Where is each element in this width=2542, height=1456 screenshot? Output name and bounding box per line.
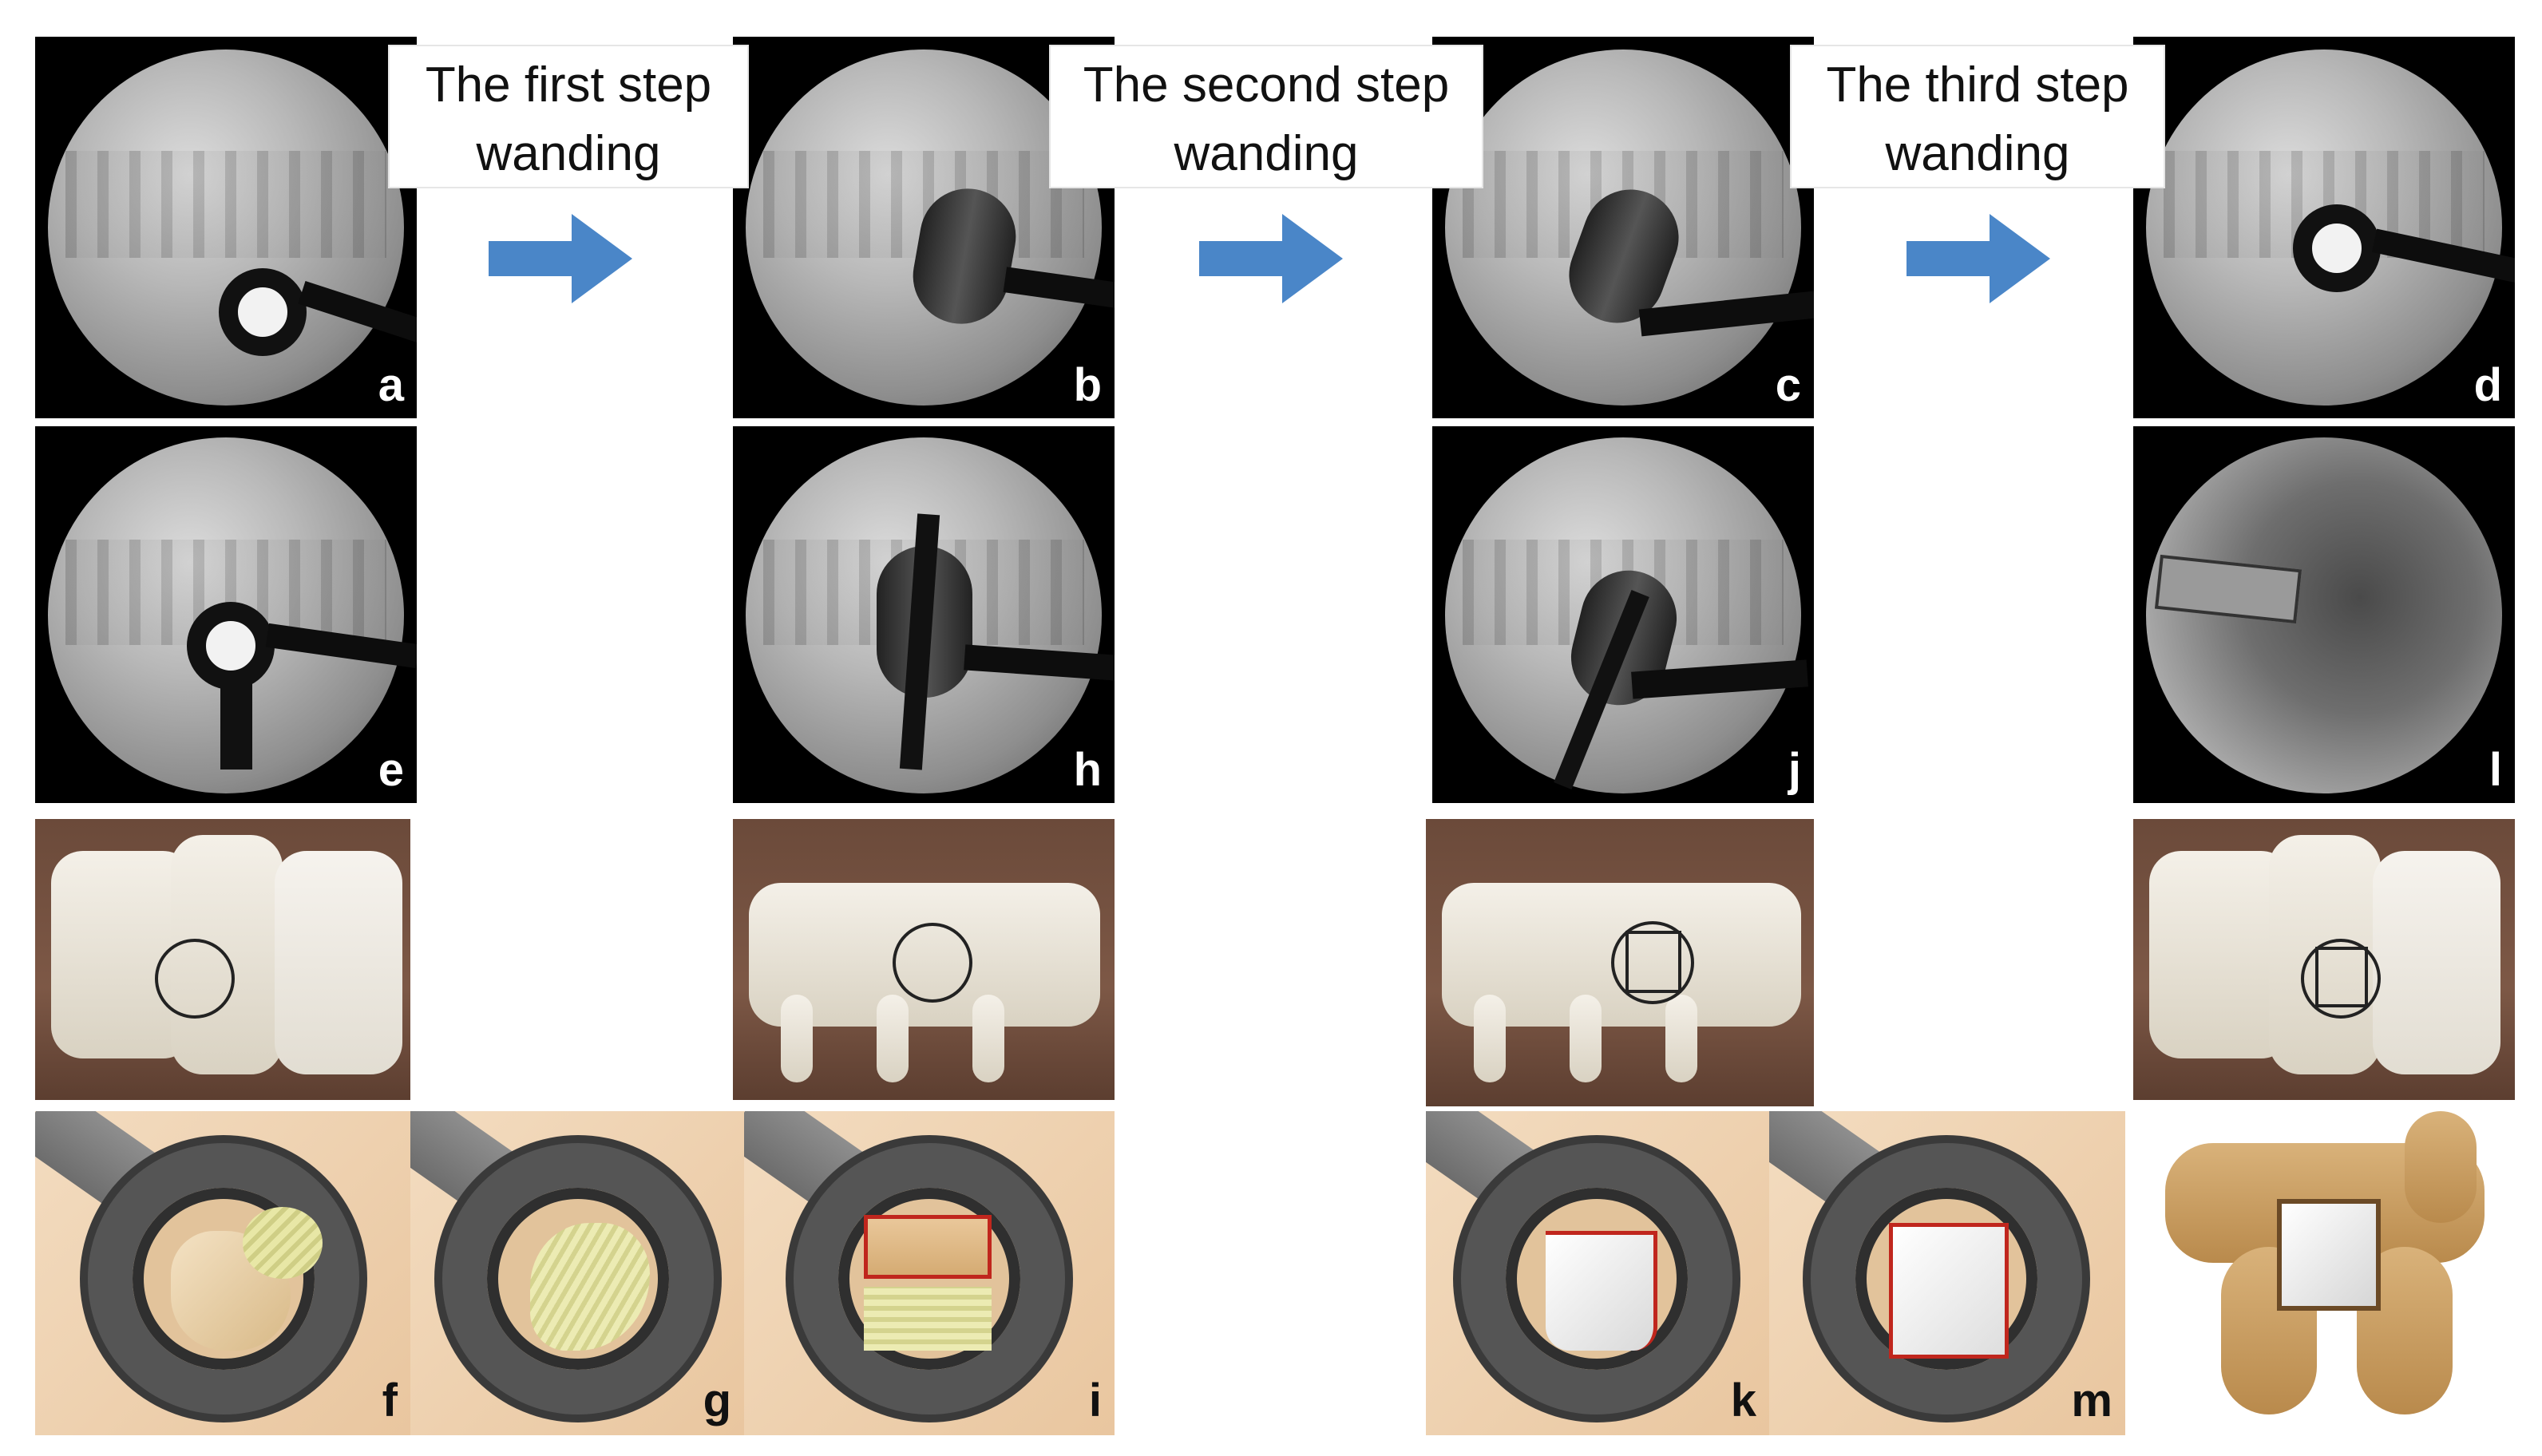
target-circle-marker: [2301, 939, 2381, 1019]
illustration-g: g: [410, 1111, 744, 1435]
tube-end-view: [219, 268, 307, 356]
panel-letter-l: l: [2489, 744, 2502, 796]
panel-letter-k: k: [1730, 1375, 1756, 1426]
cut-square-marker: [2315, 947, 2368, 1007]
target-circle-marker: [1611, 921, 1694, 1004]
step-label-second-line1: The second step: [1083, 57, 1450, 113]
panel-letter-j: j: [1788, 744, 1801, 796]
bone-model-photo-2: [733, 819, 1115, 1100]
bone-model-photo-4: [2133, 819, 2515, 1100]
illustration-f: f: [35, 1111, 410, 1435]
step-label-first-line2: wanding: [476, 126, 661, 181]
arrow-right-icon: [1906, 214, 2050, 303]
step-label-third-line1: The third step: [1826, 57, 2129, 113]
step-label-second-line2: wanding: [1174, 126, 1359, 181]
xray-panel-j: j: [1432, 426, 1814, 803]
illustration-k: k: [1426, 1111, 1769, 1435]
xray-panel-d: d: [2133, 37, 2515, 418]
xray-panel-l: l: [2133, 426, 2515, 803]
decompressed-window: [2277, 1199, 2381, 1311]
ligament-tissue: [864, 1287, 992, 1351]
xray-panel-a: a: [35, 37, 417, 418]
step-label-first: The first step wanding: [388, 45, 749, 188]
panel-letter-g: g: [703, 1375, 731, 1426]
illustration-i: i: [744, 1111, 1115, 1435]
bone-model-photo-1: [35, 819, 410, 1100]
decompressed-window: [1889, 1223, 2009, 1359]
panel-letter-i: i: [1088, 1375, 1102, 1426]
step-label-first-line1: The first step: [425, 57, 712, 113]
step-label-second: The second step wanding: [1049, 45, 1483, 188]
xray-panel-c: c: [1432, 37, 1814, 418]
xray-panel-e: e: [35, 426, 417, 803]
xray-panel-h: h: [733, 426, 1115, 803]
arrow-right-icon: [1199, 214, 1343, 303]
cut-square-marker: [1625, 931, 1681, 993]
target-circle-marker: [155, 939, 235, 1019]
illustration-m: m: [1769, 1111, 2125, 1435]
tube-end-view: [2293, 204, 2381, 292]
panel-letter-e: e: [378, 744, 404, 796]
instrument-shaft: [220, 682, 252, 770]
panel-letter-m: m: [2071, 1375, 2112, 1426]
panel-letter-h: h: [1073, 744, 1102, 796]
decompressed-window: [1546, 1231, 1657, 1351]
resected-window: [864, 1215, 992, 1279]
illustration-vertebra: [2133, 1111, 2515, 1435]
step-label-third: The third step wanding: [1790, 45, 2165, 188]
panel-letter-c: c: [1775, 359, 1801, 411]
tube-end-view: [187, 602, 275, 690]
bone-model-photo-3: [1426, 819, 1814, 1106]
panel-letter-a: a: [378, 359, 404, 411]
panel-letter-d: d: [2473, 359, 2502, 411]
panel-letter-b: b: [1073, 359, 1102, 411]
arrow-right-icon: [489, 214, 632, 303]
target-circle-marker: [893, 923, 972, 1003]
ligament-tissue: [243, 1207, 323, 1279]
panel-letter-f: f: [382, 1375, 398, 1426]
step-label-third-line2: wanding: [1885, 126, 2070, 181]
